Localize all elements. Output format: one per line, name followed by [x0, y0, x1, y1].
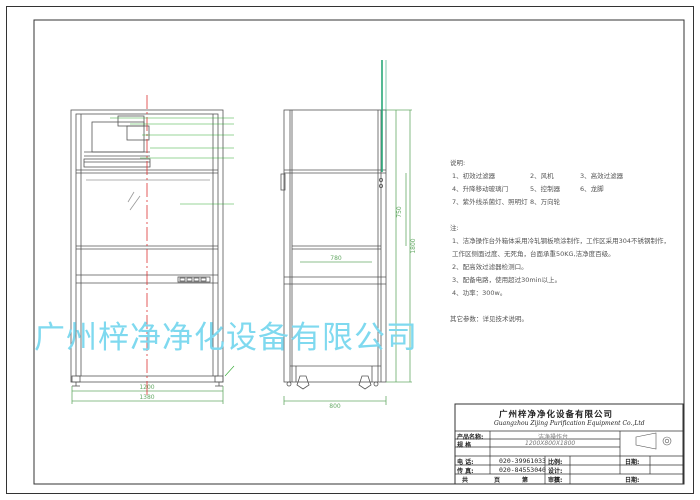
dim-front-width: 1200: [139, 384, 154, 391]
dim-height: 1800: [410, 238, 417, 253]
part-item: 4、升降移动玻璃门: [452, 185, 509, 193]
part-item: 3、高效过滤器: [580, 172, 624, 180]
spec-value: 1200X800X1800: [525, 440, 576, 447]
page-unit: 页: [494, 477, 501, 484]
other-params: 其它参数：详见技术说明。: [450, 315, 528, 323]
spec-item: 1、洁净操作台外箱体采用冷轧钢板喷涂制作，工作区采用304不锈钢制作，: [452, 237, 671, 245]
phone-value: 020-39961033: [499, 457, 546, 465]
page-unit-2: 页: [554, 477, 561, 484]
part-item: 8、万向轮: [530, 198, 561, 206]
date-label: 日期:: [625, 459, 640, 466]
dim-side-depth: 800: [329, 403, 341, 410]
dim-front-total: 1380: [139, 394, 154, 401]
title-block: [454, 403, 684, 485]
company-name: 广州梓净净化设备有限公司: [499, 410, 614, 420]
outer-border: [6, 6, 694, 494]
spec-item: 4、功率：300w。: [452, 289, 507, 297]
part-item: 5、控制器: [530, 185, 561, 193]
company-name-en: Guangzhou Zijing Purification Equipment …: [494, 420, 645, 427]
fax-label: 传 真:: [457, 468, 474, 475]
product-name: 洁净操作台: [538, 434, 569, 441]
dim-inner-height: 750: [396, 206, 403, 218]
side-view: [280, 109, 412, 405]
part-item: 2、风机: [530, 172, 554, 180]
spec-item: 工作区侧面过度、无死角，台面承重50KG,洁净度百级。: [452, 250, 615, 258]
spec-item: 3、配备电路，使用超过30min以上。: [452, 276, 562, 284]
design-label: 设计:: [548, 468, 563, 475]
spec-item: 2、配高效过滤器检测口。: [452, 263, 528, 271]
fax-value: 020-84553040: [499, 466, 546, 474]
part-item: 6、龙脚: [580, 185, 604, 193]
ratio-label: 比例:: [548, 459, 563, 466]
inner-border: [33, 19, 685, 485]
notes-heading: 说明:: [450, 159, 466, 167]
total-label: 共: [462, 477, 469, 484]
product-name-label: 产品名称:: [457, 434, 484, 441]
phone-label: 电 话:: [457, 459, 474, 466]
part-item: 7、紫外线杀菌灯、照明灯: [452, 198, 528, 206]
part-item: 1、初效过滤器: [452, 172, 496, 180]
date-label-2: 日期:: [625, 477, 640, 484]
projection-symbol: [635, 432, 672, 450]
notes-heading-2: 注:: [450, 224, 459, 232]
company-watermark: 广州梓净净化设备有限公司: [34, 320, 418, 356]
page-of-label: 第: [522, 477, 529, 484]
spec-label: 规 格: [457, 442, 472, 449]
leader-lines: [110, 117, 235, 377]
dim-inner-depth: 780: [330, 255, 342, 262]
total-pages: 共页第页: [462, 475, 560, 484]
review-label: 审核:: [548, 477, 563, 484]
